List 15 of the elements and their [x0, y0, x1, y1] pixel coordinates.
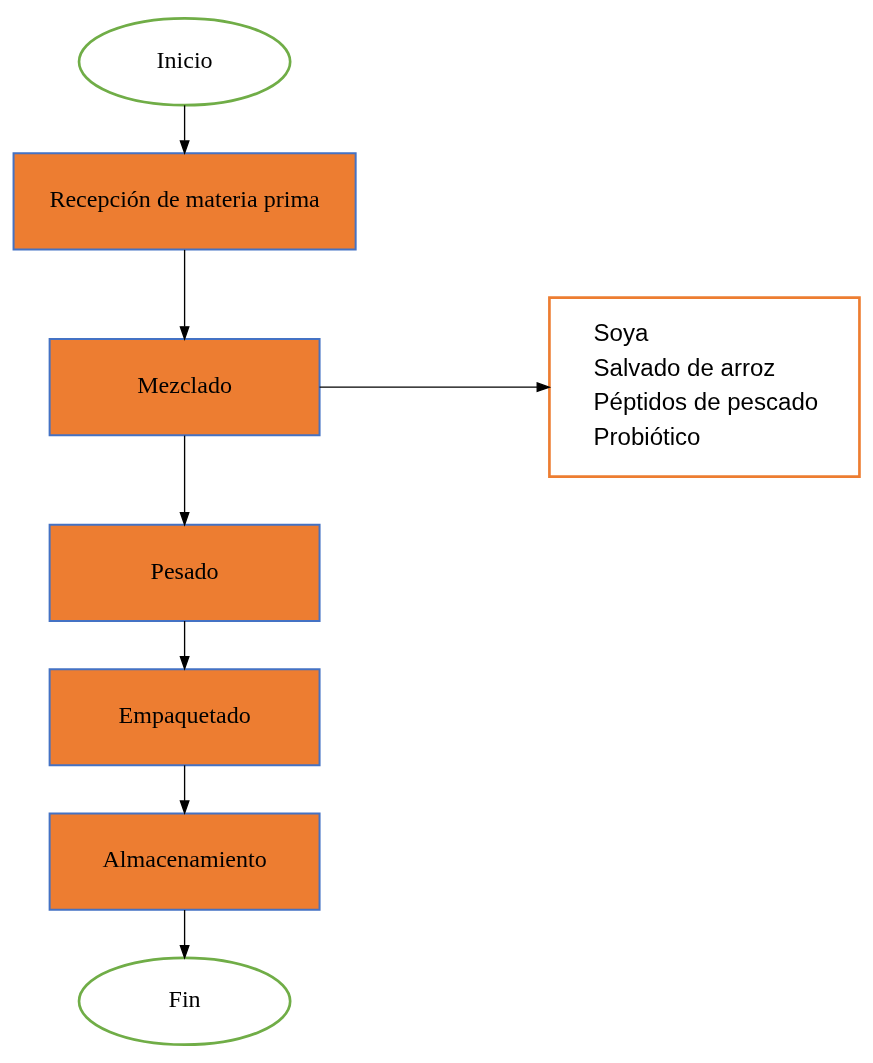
node-box: Soya Salvado de arroz Péptidos de pescado Probiótico [548, 296, 861, 479]
arrow [179, 764, 190, 816]
arrow [179, 104, 190, 156]
node-box: Pesado [48, 523, 321, 623]
node-box: Mezclado [48, 338, 321, 437]
arrow [179, 435, 190, 527]
node-box: Almacenamiento [48, 812, 321, 911]
node-ellipse: Inicio [77, 17, 292, 107]
node-ellipse: Fin [77, 956, 292, 1046]
arrow [179, 620, 190, 671]
arrow [318, 382, 552, 393]
arrow [179, 249, 190, 341]
node-box: Empaquetado [48, 668, 321, 767]
node-box: Recepción de materia prima [12, 152, 357, 251]
arrow [179, 909, 190, 960]
